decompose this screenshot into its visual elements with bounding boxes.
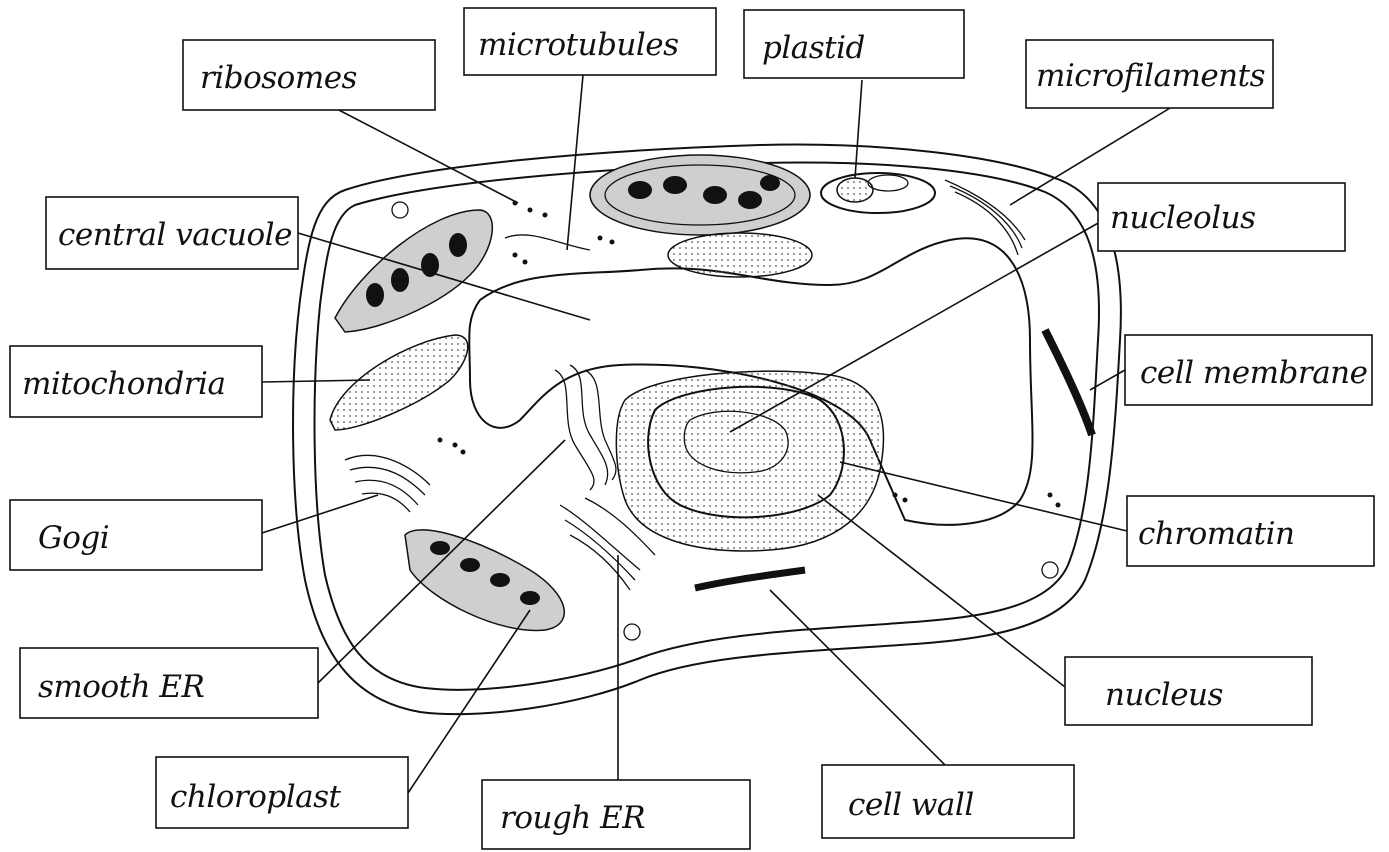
chloroplast-left: [335, 210, 492, 332]
label-golgi-text: Gogi: [38, 520, 109, 556]
label-central-vacuole-text: central vacuole: [58, 217, 292, 253]
nucleus-shape: [616, 371, 883, 551]
leader-mitochondria: [262, 380, 370, 382]
label-cell-membrane: cell membrane: [1125, 335, 1372, 405]
leader-golgi: [262, 495, 378, 533]
label-plastid: plastid: [744, 10, 964, 78]
label-ribosomes: ribosomes: [183, 40, 435, 110]
cell-illustration: [293, 145, 1121, 715]
golgi-shape: [345, 455, 430, 512]
label-smooth-er-text: smooth ER: [38, 669, 205, 705]
leader-smooth-er: [318, 440, 565, 683]
cell-wall-band: [695, 570, 805, 588]
label-rough-er: rough ER: [482, 780, 750, 849]
microtubules-shape: [505, 235, 590, 250]
label-microtubules: microtubules: [464, 8, 716, 75]
plasmodesma: [392, 202, 408, 218]
label-cell-membrane-text: cell membrane: [1140, 355, 1367, 391]
label-chloroplast-text: chloroplast: [170, 779, 342, 815]
mitochondrion-left: [330, 335, 468, 430]
label-microfilaments: microfilaments: [1026, 40, 1273, 108]
label-chromatin: chromatin: [1127, 496, 1374, 566]
leader-microtubules: [567, 75, 583, 250]
label-golgi: Gogi: [10, 500, 262, 570]
label-rough-er-text: rough ER: [500, 800, 645, 836]
leader-cell-wall: [770, 590, 945, 765]
label-microfilaments-text: microfilaments: [1036, 58, 1265, 94]
chloroplast-top: [590, 155, 810, 235]
membrane-protein-band: [1045, 330, 1092, 435]
label-ribosomes-text: ribosomes: [200, 60, 357, 96]
label-mitochondria-text: mitochondria: [22, 366, 225, 402]
label-plastid-text: plastid: [762, 30, 865, 66]
label-cell-wall-text: cell wall: [848, 787, 974, 823]
label-chloroplast: chloroplast: [156, 757, 408, 828]
plasmodesma: [1042, 562, 1058, 578]
plasmodesma: [624, 624, 640, 640]
label-smooth-er: smooth ER: [20, 648, 318, 718]
label-chromatin-text: chromatin: [1138, 516, 1295, 552]
label-cell-wall: cell wall: [822, 765, 1074, 838]
microfilaments-shape: [945, 180, 1025, 255]
label-nucleus: nucleus: [1065, 657, 1312, 725]
label-mitochondria: mitochondria: [10, 346, 262, 417]
mitochondrion-top: [668, 233, 812, 277]
plastid-shape: [821, 173, 935, 213]
leader-nucleus: [818, 495, 1065, 687]
leader-chloroplast: [408, 610, 530, 793]
smooth-er-shape: [555, 365, 616, 490]
label-central-vacuole: central vacuole: [46, 197, 298, 269]
label-nucleus-text: nucleus: [1105, 677, 1223, 713]
label-nucleolus: nucleolus: [1098, 183, 1345, 251]
label-microtubules-text: microtubules: [478, 27, 679, 63]
label-nucleolus-text: nucleolus: [1110, 200, 1256, 236]
chloroplast-bottom: [405, 530, 564, 631]
